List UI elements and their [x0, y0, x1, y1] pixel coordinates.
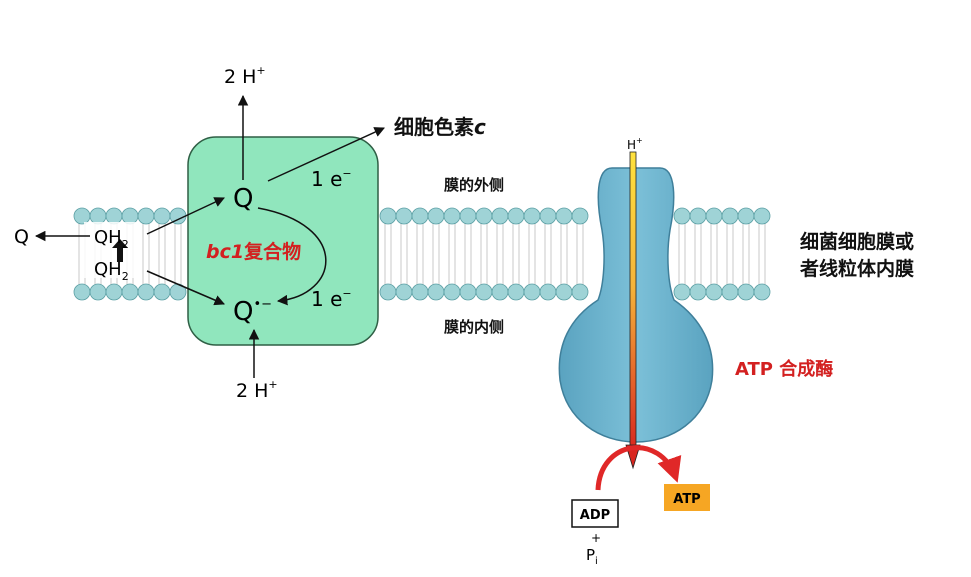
lipid-head: [737, 283, 755, 301]
lipid-head: [121, 283, 139, 301]
membrane-label-line2: 者线粒体内膜: [800, 257, 914, 280]
lipid-head: [153, 207, 171, 225]
qh2-pool-box: [84, 222, 140, 278]
arrow-qh2-to-semiquinone: [146, 270, 225, 306]
lipid-head: [753, 283, 771, 301]
lipid-head: [379, 283, 397, 301]
lipid-head: [427, 283, 445, 301]
lipid-head: [507, 207, 525, 225]
q-top-label: Q: [233, 184, 253, 214]
lipid-head: [491, 283, 509, 301]
lipid-head: [89, 283, 107, 301]
lipid-head: [539, 283, 557, 301]
lipid-head: [555, 283, 573, 301]
lipid-head: [153, 283, 171, 301]
lipid-head: [379, 207, 397, 225]
atp-box: [664, 484, 710, 511]
proton-top-label: 2 H+: [224, 64, 266, 88]
atp-synthesis-arrow: [595, 445, 682, 491]
adp-label: ADP: [580, 508, 610, 523]
lipid-head: [507, 283, 525, 301]
lipid-head: [523, 207, 541, 225]
arrow-to-cytochrome-c: [267, 127, 385, 182]
lipid-head: [395, 283, 413, 301]
lipid-head: [443, 283, 461, 301]
lipid-head: [137, 283, 155, 301]
atp-label: ATP: [673, 492, 700, 507]
arrow-electron-cycle: [257, 207, 327, 306]
lipid-head: [121, 207, 139, 225]
lipid-head: [571, 283, 589, 301]
arrow-qh2-to-q: [146, 197, 225, 235]
arrow-qh2-up: [112, 239, 128, 262]
lipid-bilayer: [73, 207, 771, 301]
lipid-head: [427, 207, 445, 225]
proton-bottom-label: 2 H+: [236, 378, 278, 402]
lipid-head: [705, 283, 723, 301]
lipid-head: [443, 207, 461, 225]
lipid-head: [459, 283, 477, 301]
lipid-head: [689, 283, 707, 301]
lipid-head: [411, 283, 429, 301]
proton-channel: [629, 151, 637, 453]
lipid-head: [753, 207, 771, 225]
q-left-label: Q: [14, 226, 29, 248]
lipid-head: [673, 283, 691, 301]
bc1-complex-body: [187, 136, 379, 346]
lipid-head: [555, 207, 573, 225]
lipid-head: [539, 207, 557, 225]
lipid-head: [459, 207, 477, 225]
synthase-proton-label: H+: [627, 136, 643, 152]
lipid-head: [721, 207, 739, 225]
cytochrome-c-label: 细胞色素c: [394, 115, 486, 139]
lipid-head: [105, 283, 123, 301]
lipid-head: [475, 207, 493, 225]
lipid-head: [721, 283, 739, 301]
lipid-head: [73, 207, 91, 225]
lipid-head: [475, 283, 493, 301]
lipid-head: [737, 207, 755, 225]
lipid-head: [73, 283, 91, 301]
atp-synthase-label: ATP 合成酶: [735, 358, 833, 380]
lipid-head: [411, 207, 429, 225]
plus-label: +: [591, 531, 601, 545]
lipid-head: [689, 207, 707, 225]
qh2-bottom-label: QH2: [94, 259, 129, 283]
electron-bottom-label: 1 e−: [311, 287, 352, 311]
lipid-head: [105, 207, 123, 225]
lipid-head: [137, 207, 155, 225]
bc1-complex-label: bc1复合物: [206, 240, 301, 263]
qh2-top-label: QH2: [94, 227, 129, 251]
lipid-head: [491, 207, 509, 225]
lipid-head: [705, 207, 723, 225]
pi-label: Pi: [586, 546, 598, 567]
inner-side-label: 膜的内侧: [444, 318, 504, 336]
lipid-head: [523, 283, 541, 301]
outer-side-label: 膜的外侧: [444, 176, 504, 194]
lipid-head: [395, 207, 413, 225]
electron-top-label: 1 e−: [311, 167, 352, 191]
membrane-label-line1: 细菌细胞膜或: [800, 230, 914, 253]
lipid-head: [89, 207, 107, 225]
adp-box: [571, 499, 619, 528]
q-semiquinone-label: Q•−: [233, 297, 272, 327]
lipid-head: [571, 207, 589, 225]
lipid-head: [673, 207, 691, 225]
